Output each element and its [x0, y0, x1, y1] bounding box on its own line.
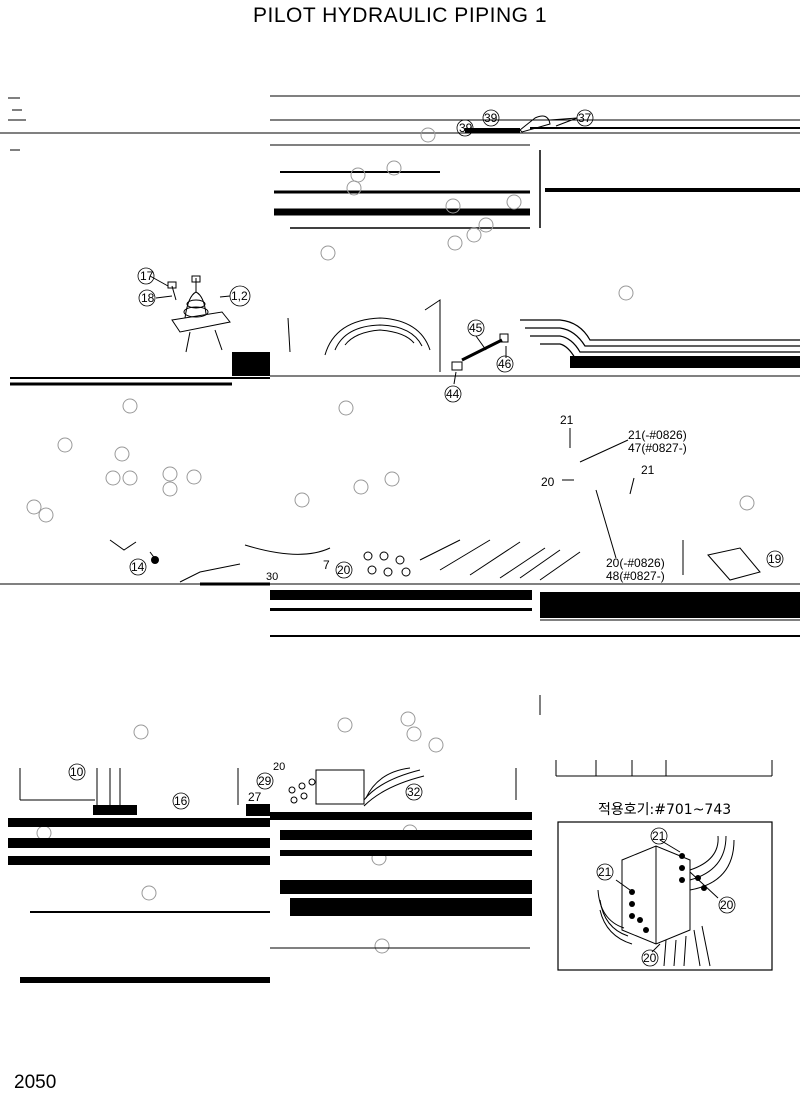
inset-callout-20b: 20: [643, 951, 657, 965]
inset-box: [557, 821, 773, 971]
clamp-37: [519, 115, 551, 133]
page-number: 2050: [14, 1072, 57, 1093]
callout-47-0827: 47(#0827-): [628, 441, 687, 455]
callout-30: 30: [266, 571, 278, 583]
callout-39a: 39: [459, 121, 473, 135]
callout-19: 19: [768, 552, 782, 566]
serial-range-note: 적용호기:#701~743: [598, 802, 731, 818]
callout-45: 45: [469, 321, 483, 335]
valve-manifold: [315, 767, 425, 807]
lower-left-structure: [19, 768, 517, 805]
callouts: 39 39 37 17 18 1,2 45 46 44 21 21(-#0826…: [68, 109, 784, 967]
callout-39b: 39: [484, 111, 498, 125]
valve-block: [232, 352, 270, 376]
callout-48-0827: 48(#0827-): [606, 569, 665, 583]
callout-20-0826: 20(-#0826): [606, 556, 665, 570]
inset-fittings: [629, 853, 707, 933]
fittings-29: [288, 778, 316, 804]
top-frame-lines: [0, 95, 800, 229]
callout-27: 27: [248, 790, 262, 804]
page-title: PILOT HYDRAULIC PIPING 1: [252, 4, 548, 27]
inset-callout-20a: 20: [720, 898, 734, 912]
inset-callout-21b: 21: [598, 865, 612, 879]
callout-14: 14: [131, 560, 145, 574]
reference-circles: [26, 127, 755, 954]
cab-structure: [287, 299, 441, 372]
callout-17: 17: [140, 269, 154, 283]
inset-manifold: [597, 835, 735, 967]
callout-44: 44: [446, 387, 460, 401]
fittings-20: [363, 551, 411, 577]
callout-1-2: 1,2: [231, 289, 248, 303]
callout-29: 29: [258, 774, 272, 788]
pipe-bundle-right: [520, 319, 800, 359]
callout-32: 32: [407, 785, 421, 799]
hose-assembly: [451, 333, 509, 385]
callout-7: 7: [323, 558, 330, 572]
callout-10: 10: [70, 765, 84, 779]
callout-21c: 21: [641, 463, 655, 477]
callout-37: 37: [578, 111, 592, 125]
table-strip: [555, 760, 773, 777]
inset-callout-21a: 21: [652, 829, 666, 843]
remote-control-valve: [149, 275, 231, 353]
callout-18: 18: [141, 291, 155, 305]
bracket-19: [707, 547, 761, 581]
callout-20c: 20: [337, 563, 351, 577]
callout-28: 20: [273, 761, 285, 773]
callout-20a: 20: [541, 475, 555, 489]
callout-46: 46: [498, 357, 512, 371]
callout-21a: 21: [560, 413, 574, 427]
callout-21-0826: 21(-#0826): [628, 428, 687, 442]
pipe-bracket-39: [465, 128, 520, 133]
callout-16: 16: [174, 794, 188, 808]
lower-frame-lines: [0, 539, 800, 585]
leader-lines-mid: [562, 428, 635, 559]
